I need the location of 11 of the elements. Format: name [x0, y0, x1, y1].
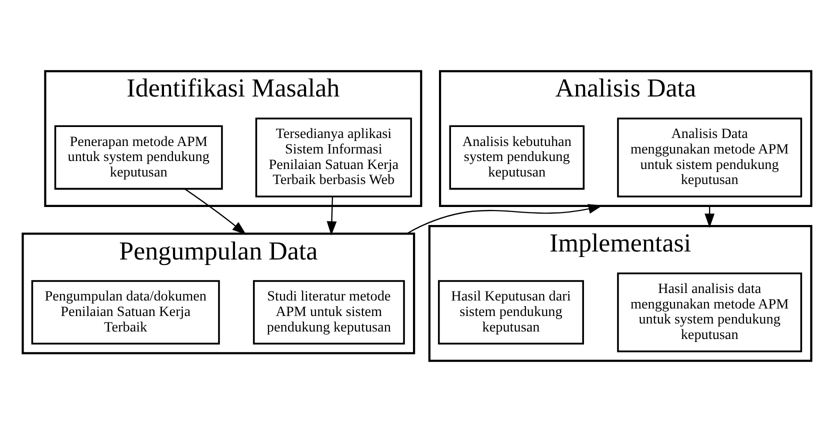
node-box: Penerapan metode APM untuk system pendukung keputusan — [54, 125, 223, 190]
node-box: Hasil Keputusan dari sistem pendukung keputusan — [438, 280, 584, 345]
node-box: Tersedianya aplikasi Sistem Informasi Penilaian Satuan Kerja Terbaik berbasis Web — [255, 118, 412, 198]
arrow — [184, 188, 246, 235]
node-box: Analisis kebutuhan system pendukung keputusan — [449, 125, 585, 190]
node-box: Pengumpulan data/dokumen Penilaian Satuan Kerja Terbaik — [31, 280, 220, 345]
node-box: Hasil analisis data menggunakan metode APM untuk system pendukung keputusan — [617, 272, 802, 352]
arrow — [406, 204, 603, 234]
node-box: Analisis Data menggunakan metode APM untuk sistem pendukung keputusan — [617, 118, 802, 198]
node-box: Studi literatur metode APM untuk sistem pendukung keputusan — [252, 280, 405, 345]
arrow — [326, 196, 337, 236]
